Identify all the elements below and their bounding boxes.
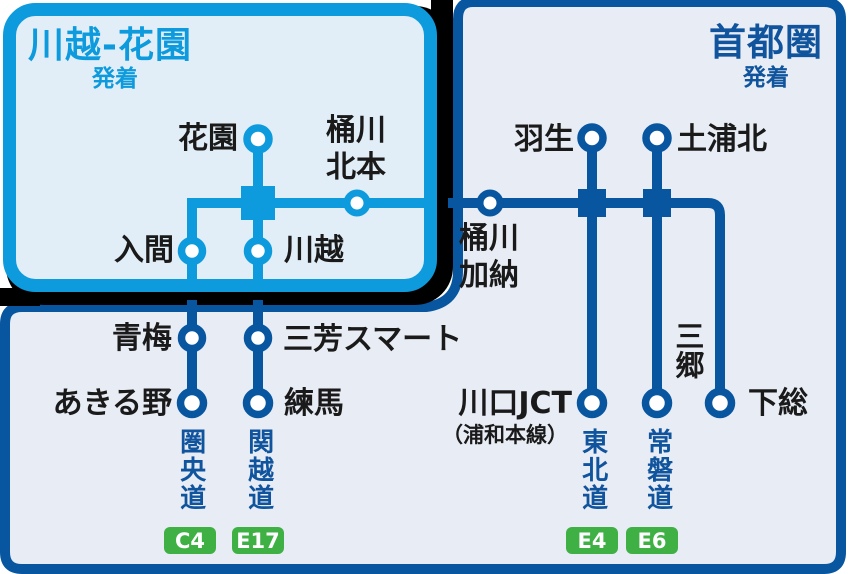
node-okegawa-kitamoto bbox=[343, 189, 371, 217]
station-label-kawaguchi-jct-note: （浦和本線） bbox=[442, 423, 568, 447]
station-label-okegawa-kitamoto: 桶川 北本 bbox=[326, 113, 386, 185]
station-label-iruma: 入間 bbox=[114, 233, 174, 268]
station-label-hanazono: 花園 bbox=[178, 121, 238, 156]
road-label-tohokudo: 東北道 bbox=[577, 428, 608, 512]
node-shimosa bbox=[704, 387, 736, 419]
node-kawaguchi-jct bbox=[576, 387, 608, 419]
node-iruma bbox=[177, 236, 207, 266]
right-zone-subtitle: 発着 bbox=[743, 65, 789, 91]
node-hanazono bbox=[243, 124, 273, 154]
station-label-akiruno: あきる野 bbox=[52, 386, 172, 421]
station-label-ome: 青梅 bbox=[112, 321, 172, 356]
station-label-tsuchiura-kita: 土浦北 bbox=[677, 122, 767, 157]
road-label-jobando: 常磐道 bbox=[642, 428, 673, 512]
station-label-nerima: 練馬 bbox=[284, 386, 344, 421]
node-kawagoe bbox=[243, 236, 273, 266]
station-label-okegawa-kano: 桶川 加納 bbox=[459, 221, 519, 293]
station-label-miyoshi-smart: 三芳スマート bbox=[283, 322, 463, 357]
node-miyoshi-smart bbox=[243, 323, 273, 353]
node-nerima bbox=[242, 387, 274, 419]
node-ome bbox=[177, 323, 207, 353]
route-badge-c4: C4 bbox=[164, 527, 216, 554]
right-zone-title: 首都圏 bbox=[709, 21, 823, 64]
route-badge-e4: E4 bbox=[566, 527, 618, 554]
kawagoe-hanazono-zone-box bbox=[3, 3, 437, 292]
station-label-hanyu: 羽生 bbox=[514, 122, 574, 157]
separator-band-left bbox=[0, 288, 40, 306]
route-badge-e6: E6 bbox=[626, 527, 678, 554]
junction-tsukuba bbox=[643, 189, 671, 217]
node-tsuchiura-kita bbox=[642, 123, 672, 153]
node-misato bbox=[641, 387, 673, 419]
route-line-keno-horizontal-dark bbox=[448, 198, 725, 403]
station-label-shimosa: 下総 bbox=[748, 386, 808, 421]
node-hanyu bbox=[577, 123, 607, 153]
road-label-kanetsudo: 関越道 bbox=[243, 428, 274, 512]
station-label-kawaguchi-jct: 川口JCT bbox=[458, 386, 572, 421]
node-okegawa-kano bbox=[476, 189, 504, 217]
junction-kawagoe-hanazono bbox=[241, 186, 275, 220]
left-zone-title: 川越-花園 bbox=[28, 25, 192, 66]
station-label-kawagoe: 川越 bbox=[284, 233, 344, 268]
node-akiruno bbox=[176, 387, 208, 419]
junction-kuki-shiraoka bbox=[578, 189, 606, 217]
road-label-kenodo: 圏央道 bbox=[175, 428, 206, 512]
route-badge-e17: E17 bbox=[232, 527, 284, 554]
left-zone-subtitle: 発着 bbox=[92, 66, 138, 92]
station-label-misato: 三郷 bbox=[670, 321, 705, 379]
